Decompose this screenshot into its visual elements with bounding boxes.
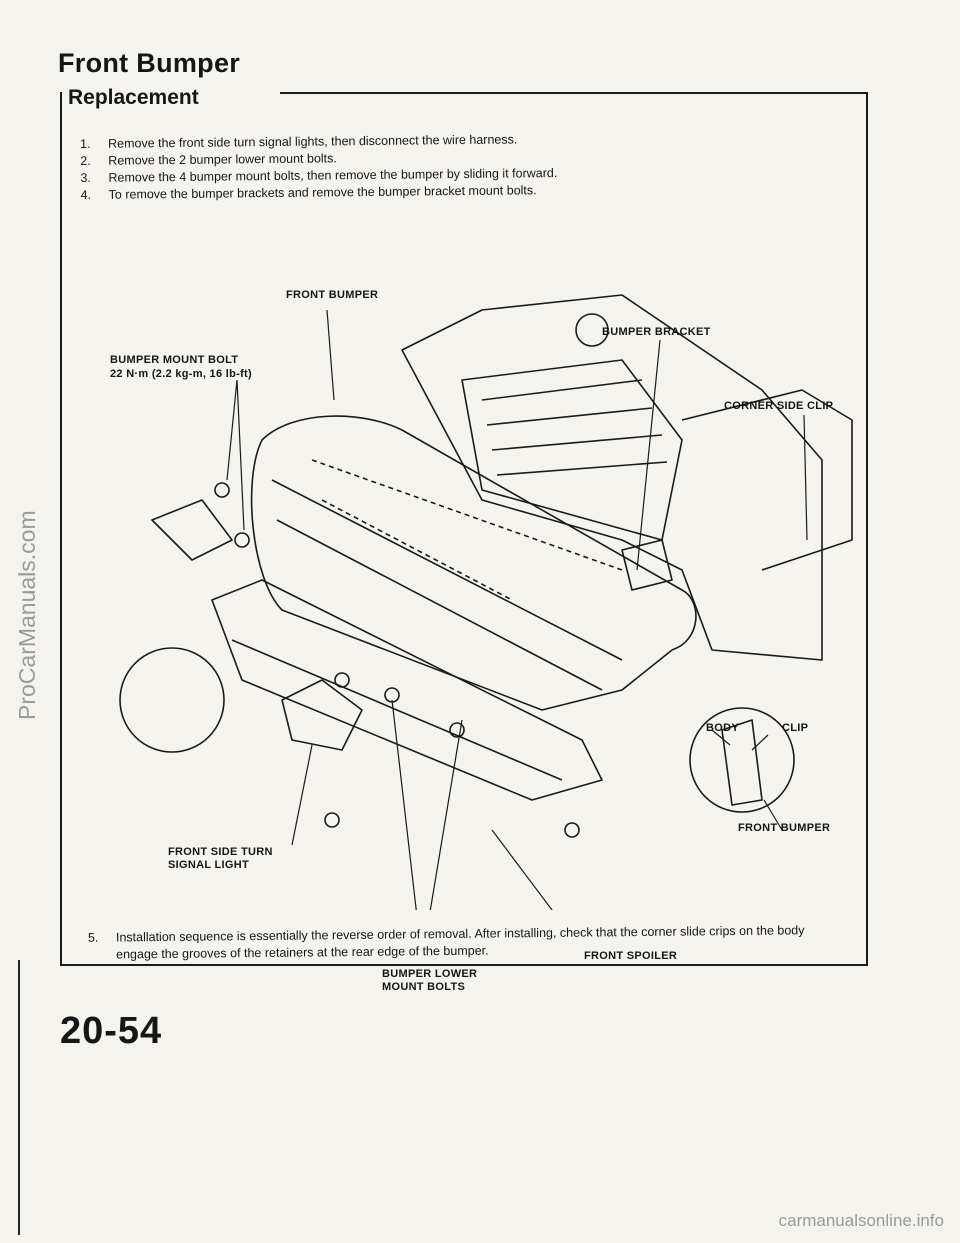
steps-list: 1.Remove the front side turn signal ligh… xyxy=(80,131,558,204)
bracket-detail-circle xyxy=(119,647,225,753)
bumper-outline xyxy=(250,415,697,711)
section-title: Replacement xyxy=(66,86,205,110)
step-text: Installation sequence is essentially the… xyxy=(115,923,805,962)
fender-outline xyxy=(681,389,853,571)
page-number: 20-54 xyxy=(60,1010,163,1052)
exploded-diagram xyxy=(119,294,853,910)
step-number: 4. xyxy=(80,187,92,202)
step-number: 3. xyxy=(80,170,91,185)
binding-line xyxy=(18,960,20,1235)
callout-front-bumper: FRONT BUMPER xyxy=(286,289,379,301)
callout-body: BODY xyxy=(706,722,739,734)
step-number: 2. xyxy=(80,153,91,168)
callout-front-bumper-detail: FRONT BUMPER xyxy=(738,822,831,834)
callout-front-side-turn-signal: FRONT SIDE TURN SIGNAL LIGHT xyxy=(168,846,273,871)
callout-bumper-mount-bolt: BUMPER MOUNT BOLT xyxy=(110,354,239,366)
clip-detail-circle xyxy=(689,707,795,813)
callout-bumper-mount-bolt-torque: 22 N·m (2.2 kg-m, 16 lb-ft) xyxy=(110,368,252,380)
bottom-watermark: carmanualsonline.info xyxy=(778,1211,944,1230)
replacement-frame xyxy=(60,92,868,966)
radiator-grille xyxy=(461,359,683,541)
turn-signal-housing xyxy=(281,679,363,751)
callout-clip: CLIP xyxy=(782,722,809,734)
callout-bumper-lower-mount-bolts: BUMPER LOWER MOUNT BOLTS xyxy=(382,968,478,993)
page-title: Front Bumper xyxy=(58,48,241,78)
radiator-cap xyxy=(575,313,609,347)
callout-corner-side-clip: CORNER SIDE CLIP xyxy=(724,400,834,412)
callout-front-spoiler: FRONT SPOILER xyxy=(584,950,678,962)
bumper-bracket xyxy=(621,539,673,591)
body-outline xyxy=(401,294,823,661)
step-number: 5. xyxy=(87,930,99,945)
callout-bumper-bracket: BUMPER BRACKET xyxy=(602,326,711,338)
front-spoiler xyxy=(211,579,603,801)
step-number: 1. xyxy=(80,136,91,151)
frame-top-rule xyxy=(280,92,868,94)
side-watermark: ProCarManuals.com xyxy=(14,510,40,720)
